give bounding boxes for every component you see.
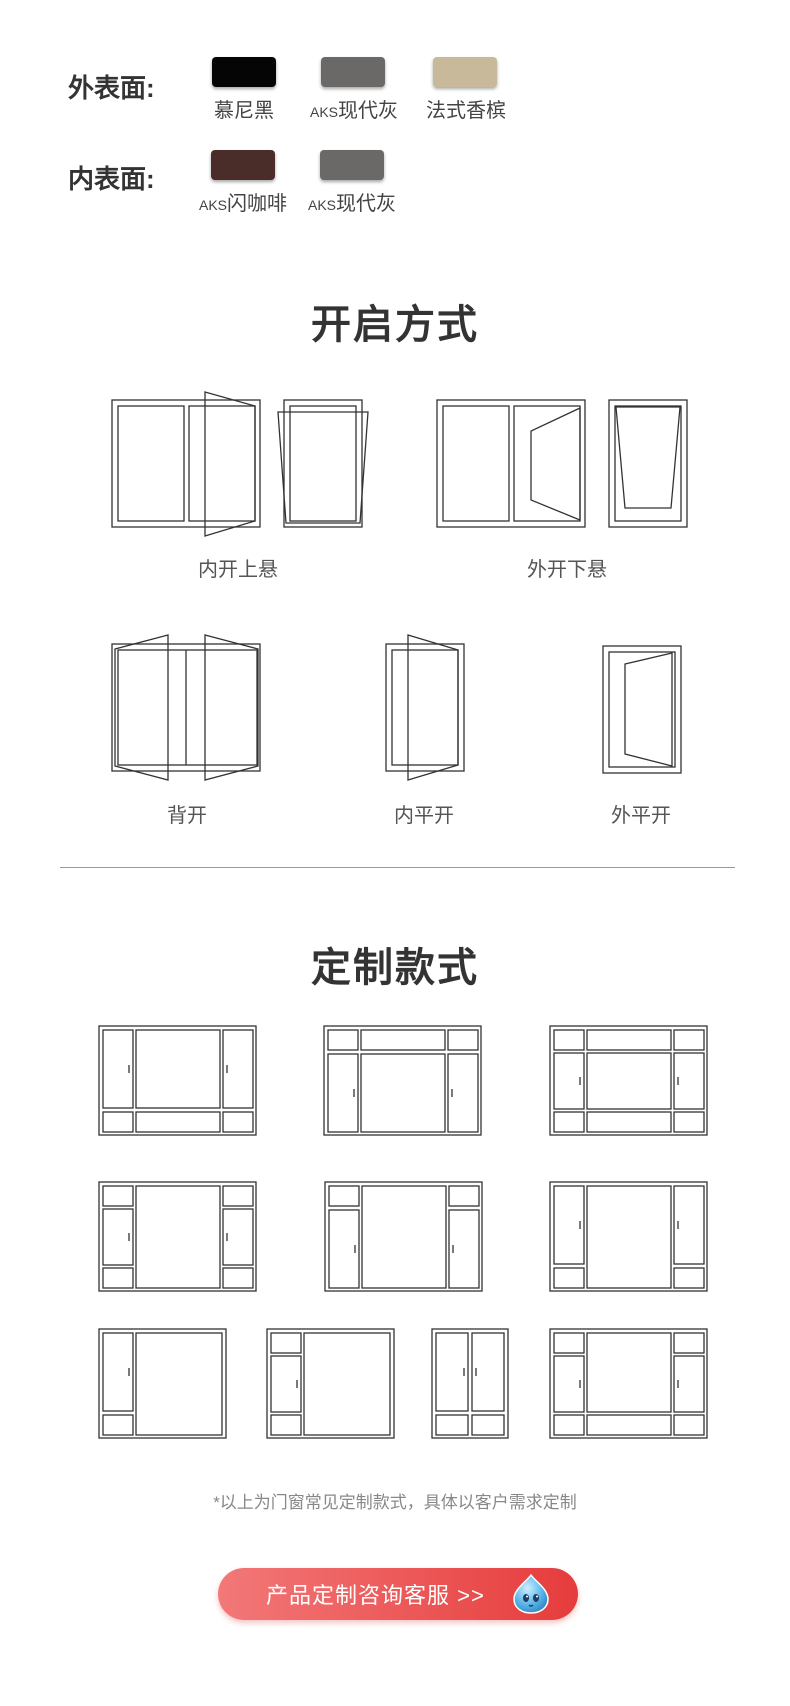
custom-style-5: [324, 1181, 483, 1292]
custom-style-9: [431, 1328, 509, 1439]
swatch-exterior-1[interactable]: [212, 57, 276, 87]
consult-service-button[interactable]: 产品定制咨询客服 >>: [218, 1568, 578, 1620]
custom-styles-note: *以上为门窗常见定制款式，具体以客户需求定制: [213, 1493, 577, 1512]
opening-label-outward-bottom-hung: 外开下悬: [527, 559, 607, 581]
swatch-exterior-2[interactable]: [321, 57, 385, 87]
mascot-icon: [513, 1573, 549, 1614]
inward-casement-window-icon: [385, 634, 465, 781]
opening-label-inward-casement: 内平开: [394, 805, 454, 827]
swatch-exterior-1-name: 慕尼黑: [214, 100, 274, 122]
custom-style-10: [549, 1328, 708, 1439]
exterior-surface-label: 外表面:: [68, 73, 155, 103]
outward-casement-window-icon: [602, 645, 682, 774]
consult-service-button-label: 产品定制咨询客服 >>: [266, 1583, 485, 1608]
swatch-interior-1[interactable]: [211, 150, 275, 180]
inward-top-hung-window-icon: [111, 391, 369, 537]
outward-bottom-hung-window-icon: [436, 399, 688, 528]
custom-style-3: [549, 1025, 708, 1136]
section-divider: [60, 867, 735, 868]
custom-style-6: [549, 1181, 708, 1292]
swatch-interior-2-name: AKS现代灰: [307, 193, 396, 215]
swatch-exterior-2-name: AKS现代灰: [309, 100, 398, 122]
swatch-interior-2[interactable]: [320, 150, 384, 180]
custom-style-7: [98, 1328, 227, 1439]
swatch-interior-1-name: AKS闪咖啡: [198, 193, 287, 215]
opening-label-outward-casement: 外平开: [611, 805, 671, 827]
opening-label-back-opening: 背开: [167, 805, 207, 827]
swatch-exterior-3-name: 法式香槟: [426, 100, 506, 122]
custom-style-8: [266, 1328, 395, 1439]
interior-surface-label: 内表面:: [68, 164, 155, 194]
custom-style-4: [98, 1181, 257, 1292]
opening-label-inward-top-hung: 内开上悬: [198, 559, 278, 581]
custom-style-1: [98, 1025, 257, 1136]
custom-section-title: 定制款式: [311, 946, 479, 990]
back-opening-window-icon: [111, 634, 261, 781]
swatch-exterior-3[interactable]: [433, 57, 497, 87]
opening-section-title: 开启方式: [311, 303, 479, 347]
custom-style-2: [323, 1025, 482, 1136]
